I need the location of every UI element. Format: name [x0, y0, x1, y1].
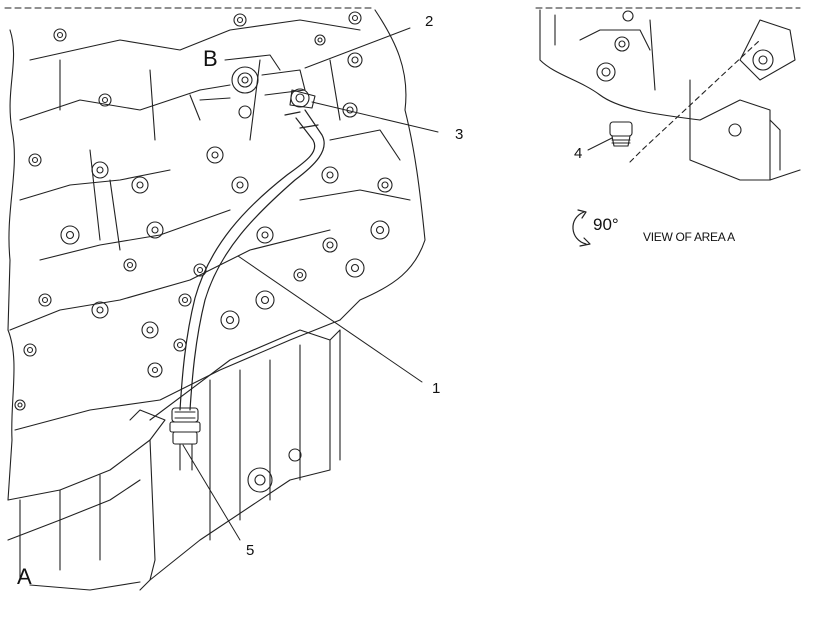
rotation-arrow-icon [572, 209, 591, 247]
view-title: VIEW OF AREA A [643, 230, 735, 244]
area-a-label: A [17, 564, 32, 589]
callout-2: 2 [425, 13, 434, 30]
detail-b-label: B [203, 46, 218, 71]
detail-view-area-a [535, 7, 801, 181]
tube-fitting-5 [169, 407, 201, 471]
callout-3: 3 [455, 126, 464, 143]
oil-line-tube [179, 109, 325, 411]
callout-4: 4 [574, 145, 583, 162]
rotation-label: 90° [593, 215, 619, 234]
callout-5: 5 [246, 542, 255, 559]
leader-lines [182, 27, 439, 541]
callout-1: 1 [432, 380, 441, 397]
engine-block-drawing [4, 7, 426, 591]
